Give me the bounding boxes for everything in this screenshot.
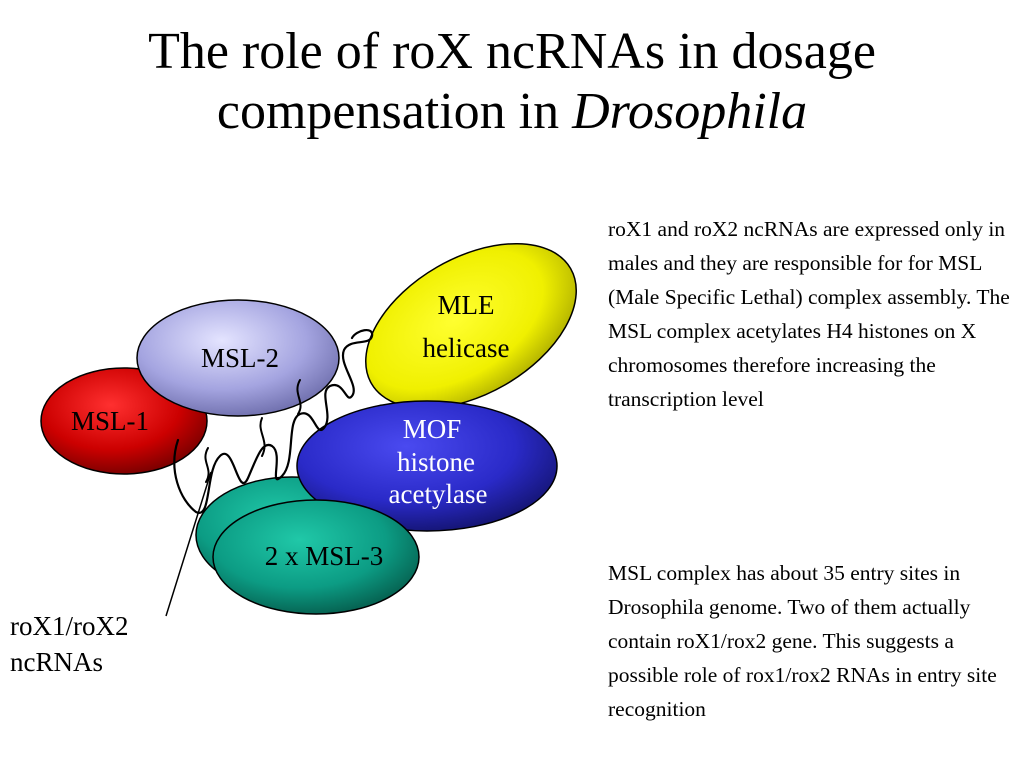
msl2-label: MSL-2 xyxy=(201,343,279,373)
mof-ellipse xyxy=(296,400,558,532)
msl3-front-ellipse xyxy=(212,499,420,615)
rox-rna-squiggle xyxy=(173,329,374,514)
description-paragraph-1: roX1 and roX2 ncRNAs are expressed only … xyxy=(608,217,1010,411)
rox-label: roX1/roX2 ncRNAs xyxy=(10,608,128,680)
mof-label-line-1: MOF xyxy=(403,414,462,444)
msl1-label: MSL-1 xyxy=(71,406,149,436)
title-line-1: The role of roX ncRNAs in dosage xyxy=(148,23,876,80)
title-line-2: compensation in Drosophila xyxy=(0,82,1024,142)
title-species: Drosophila xyxy=(572,83,808,140)
mle-label-line-1: MLE xyxy=(438,290,495,320)
rox-rna-squiggle-inner xyxy=(204,379,302,483)
mle-label-line-2: helicase xyxy=(423,333,510,363)
rox-label-line-1: roX1/roX2 xyxy=(10,611,129,641)
rox-label-line-2: ncRNAs xyxy=(10,647,103,677)
mle-ellipse xyxy=(365,242,577,410)
mof-label-line-3: acetylase xyxy=(389,479,488,509)
rox-pointer-line xyxy=(165,471,212,617)
msl3-label: 2 x MSL-3 xyxy=(265,541,384,571)
msl-complex-diagram: MSL-1 MLE helicase MOF histone acetylase… xyxy=(40,242,577,617)
title-line-2-prefix: compensation in xyxy=(216,83,573,140)
mof-label-line-2: histone xyxy=(397,447,475,477)
msl2-ellipse xyxy=(136,299,340,417)
description-paragraph-2: MSL complex has about 35 entry sites in … xyxy=(608,561,997,721)
slide-title: The role of roX ncRNAs in dosage compens… xyxy=(0,22,1024,142)
